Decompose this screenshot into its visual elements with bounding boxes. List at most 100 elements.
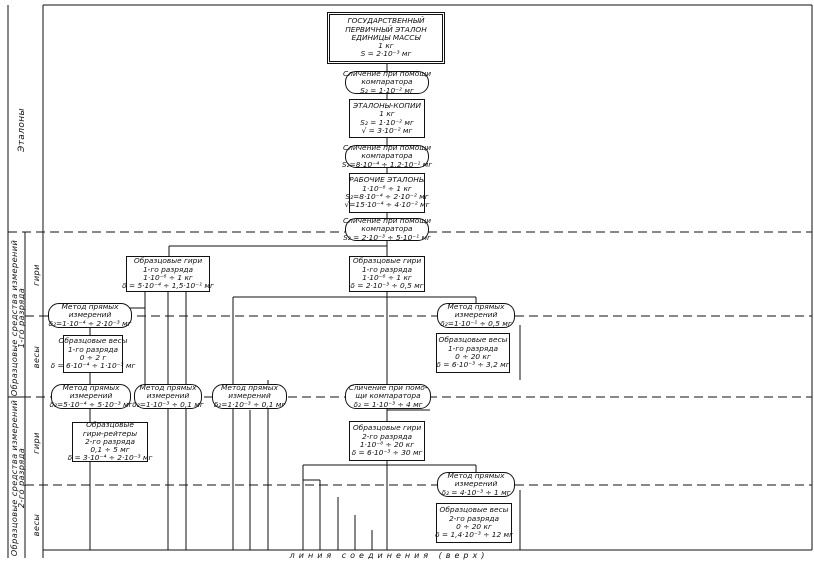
node-line: Образцовые весы bbox=[58, 336, 128, 346]
node-line: 0 ÷ 20 кг bbox=[456, 522, 492, 531]
node-line: измерений bbox=[69, 391, 113, 401]
node-line: компаратора bbox=[361, 151, 413, 161]
node-line: Образцовые гири bbox=[352, 423, 422, 433]
node-line: ГОСУДАРСТВЕННЫЙ bbox=[347, 16, 425, 26]
node-line: 1 кг bbox=[378, 41, 394, 51]
node-line: δ = 2·10⁻³ ÷ 0,5 мг bbox=[350, 281, 424, 291]
node-line: δ = 3·10⁻⁴ ÷ 2·10⁻³ мг bbox=[67, 453, 153, 463]
node-line: компаратора bbox=[361, 77, 413, 87]
node-line: щи компаратора bbox=[355, 391, 421, 401]
node-line: Образцовые гири bbox=[352, 256, 422, 266]
node-line: Сличение при помо- bbox=[348, 383, 428, 393]
node-line: 1·10⁻⁶ ÷ 20 кг bbox=[359, 440, 415, 449]
node-line: δ = 5·10⁻⁴ ÷ 1,5·10⁻¹ мг bbox=[122, 281, 214, 291]
node-line: S₂=8·10⁻⁴ ÷ 2·10⁻² мг bbox=[345, 192, 429, 201]
node-line: δ₂=1·10⁻³ ÷ 0,1 мг bbox=[213, 399, 286, 409]
node-line: Образцовые весы bbox=[439, 505, 509, 515]
label-group2-sub: 2-го разряда bbox=[16, 447, 26, 509]
node-line: Метод прямых bbox=[447, 471, 505, 481]
node-line: δ₂=5·10⁻⁴ ÷ 5·10⁻³ мг bbox=[49, 399, 133, 409]
node-line: 2-го разряда bbox=[448, 513, 500, 523]
label-giri-2: гири bbox=[31, 432, 41, 454]
node-line: √=15·10⁻⁴ ÷ 4·10⁻² мг bbox=[344, 200, 430, 210]
label-vesy-2: весы bbox=[31, 513, 41, 537]
node-line: 1·10⁻⁶ ÷ 1 кг bbox=[362, 273, 412, 282]
node-line: 1·10⁻⁶ ÷ 1 кг bbox=[362, 183, 412, 193]
node-line: измерений bbox=[228, 391, 271, 401]
node-line: Метод прямых bbox=[447, 302, 505, 312]
node-line: 0 ÷ 20 кг bbox=[455, 352, 491, 361]
node-line: 1-го разряда bbox=[361, 264, 413, 274]
node-line: δ = 6·10⁻³ ÷ 3,2 мг bbox=[436, 360, 510, 370]
node-line: S = 2·10⁻³ мг bbox=[360, 49, 412, 59]
node-line: δ = 6·10⁻⁴ ÷ 1·10⁻³ мг bbox=[50, 361, 136, 371]
label-group1-sub: 1-го разряда bbox=[16, 287, 26, 349]
node-line: компаратора bbox=[361, 224, 413, 234]
node-line: Сличение при помощи bbox=[342, 69, 432, 79]
node-line: S₂ = 1·10⁻² мг bbox=[360, 117, 414, 127]
node-line: ЕДИНИЦЫ МАССЫ bbox=[351, 32, 421, 42]
node-line: 1-го разряда bbox=[142, 264, 194, 274]
node-line: 1·10⁻⁶ ÷ 1 кг bbox=[143, 273, 193, 282]
node-line: 1 кг bbox=[379, 109, 395, 119]
node-line: гири-рейтеры bbox=[82, 428, 138, 438]
node-line: Образцовые bbox=[86, 420, 134, 430]
node-line: 1-го разряда bbox=[67, 344, 119, 354]
node-line: 0 ÷ 2 г bbox=[79, 353, 107, 362]
node-line: Образцовые весы bbox=[438, 335, 508, 345]
label-etalony: Эталоны bbox=[17, 107, 27, 153]
node-line: S₂ = 1·10⁻² мг bbox=[360, 85, 414, 95]
node-line: Сличение при помощи bbox=[342, 216, 432, 226]
node-line: ПЕРВИЧНЫЙ ЭТАЛОН bbox=[345, 24, 427, 34]
node-line: Метод прямых bbox=[139, 383, 197, 393]
node-line: 0,1 ÷ 5 мг bbox=[90, 445, 130, 455]
node-line: Метод прямых bbox=[62, 383, 120, 393]
node-line: δ = 6·10⁻³ ÷ 30 мг bbox=[351, 448, 423, 458]
node-line: 1-го разряда bbox=[447, 343, 499, 353]
node-line: 2-го разряда bbox=[84, 436, 136, 446]
node-line: δ₂=1·10⁻⁴ ÷ 2·10⁻³ мг bbox=[48, 318, 132, 328]
node-line: измерений bbox=[146, 391, 190, 401]
node-line: δ₂ = 1·10⁻³ ÷ 4 мг bbox=[353, 399, 423, 409]
node-line: измерений bbox=[68, 310, 112, 320]
node-line: измерений bbox=[454, 479, 498, 489]
node-line: δ₂=1·10⁻³ ÷ 0,1 мг bbox=[132, 399, 204, 409]
label-giri-1: гири bbox=[31, 264, 41, 286]
node-line: Метод прямых bbox=[61, 302, 119, 312]
node-line: S₂=8·10⁻⁴ ÷ 1,2·10⁻¹ мг bbox=[341, 159, 433, 169]
node-line: √ = 3·10⁻² мг bbox=[361, 125, 413, 135]
node-line: Образцовые гири bbox=[133, 256, 203, 266]
node-line: 2-го разряда bbox=[361, 431, 413, 441]
node-line: Сличение при помощи bbox=[342, 143, 432, 153]
node-line: δ₂ = 4·10⁻³ ÷ 1 мг bbox=[441, 487, 511, 497]
bottom-connection-label: линия соединения (верх) bbox=[289, 551, 489, 560]
node-line: δ = 1,4·10⁻³ ÷ 12 мг bbox=[435, 530, 513, 540]
node-line: ЭТАЛОНЫ-КОПИИ bbox=[352, 100, 422, 110]
node-line: РАБОЧИЕ ЭТАЛОНЫ bbox=[349, 175, 425, 185]
label-vesy-1: весы bbox=[31, 345, 41, 369]
node-line: δ₂=1·10⁻¹ ÷ 0,5 мг bbox=[440, 318, 512, 328]
node-line: Метод прямых bbox=[221, 383, 278, 393]
node-line: измерений bbox=[454, 310, 498, 320]
node-line: S₂ = 2·10⁻³ ÷ 5·10⁻¹ мг bbox=[343, 232, 431, 242]
